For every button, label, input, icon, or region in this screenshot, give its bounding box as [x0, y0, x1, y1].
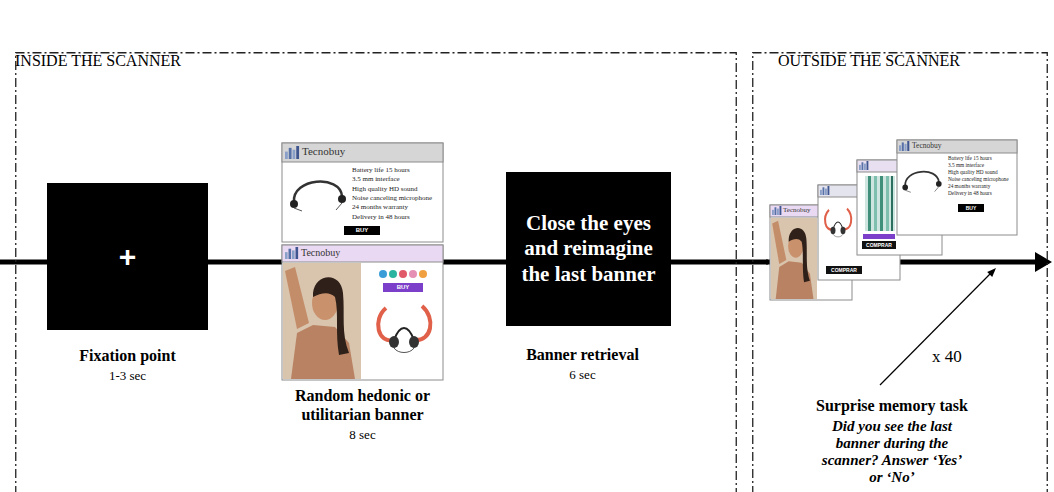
feature-text: Noise canceling microphone: [948, 177, 1009, 182]
feature-text: High quality HD sound: [948, 170, 998, 175]
banner-header: [282, 143, 443, 162]
caption-group: Banner retrieval 6 sec: [466, 345, 699, 383]
buy-button: COMPRAR: [862, 241, 896, 249]
buy-button: BUY: [383, 283, 423, 292]
step-label: Banner retrieval: [466, 345, 699, 364]
feature-text: 24 months warranty: [352, 204, 408, 211]
repeat-count: x 40: [932, 348, 962, 367]
brand-name: Tecnobuy: [912, 142, 941, 150]
headphones-image: [378, 306, 430, 353]
dash-dot-border: [16, 53, 737, 492]
fixation-screen: +Fixation point1-3 sec: [47, 183, 208, 330]
banner-header: [282, 245, 443, 262]
banner-card: [897, 140, 1017, 235]
brand-logo: [820, 186, 829, 195]
feature-text: Noise canceling microphone: [352, 195, 432, 202]
social-icon: [399, 270, 407, 278]
duration-label: 6 sec: [466, 367, 699, 383]
caption-group: Random hedonic or utilitarian banner 8 se…: [277, 386, 448, 443]
duration-label: 8 sec: [277, 427, 448, 443]
feature-text: High quality HD sound: [352, 186, 418, 193]
step-label: Fixation point: [7, 346, 248, 365]
buy-button: BUY: [344, 226, 380, 235]
social-icon: [419, 270, 427, 278]
step-label: Random hedonic or utilitarian banner: [277, 386, 448, 424]
feature-text: Battery life 15 hours: [352, 167, 410, 174]
fixation-cross: +: [119, 242, 137, 272]
feature-text: Delivery in 48 hours: [352, 214, 410, 221]
duration-label: 1-3 sec: [7, 368, 248, 384]
repeat-arrow: [880, 274, 990, 385]
brand-logo: [859, 161, 868, 170]
social-icon: [389, 270, 397, 278]
brand-logo: [285, 146, 299, 159]
banner-card: [282, 245, 443, 380]
region-title: OUTSIDE THE SCANNER: [752, 52, 1048, 70]
instruction-text: Close the eyes and reimagine the last ba…: [506, 211, 671, 287]
model-photo: [771, 218, 817, 299]
region-title: INSIDE THE SCANNER: [15, 52, 737, 70]
feature-text: 3.5 mm interface: [352, 176, 400, 183]
brand-logo: [285, 247, 298, 259]
arrow-head: [1035, 252, 1052, 272]
buy-button: COMPRAR: [826, 266, 862, 274]
scanner-region: INSIDE THE SCANNER +Fixation point1-3 sec…: [15, 52, 737, 492]
headphones-image: [825, 209, 851, 237]
step-label: Surprise memory task: [772, 396, 1012, 415]
feature-text: 3.5 mm interface: [948, 163, 984, 168]
flow-connector: [443, 260, 506, 265]
flow-line: [0, 260, 48, 265]
dash-dot-border: [753, 53, 1048, 492]
scanner-region: OUTSIDE THE SCANNERSurprise memory taskD…: [752, 52, 1048, 492]
feature-text: 24 months warranty: [948, 184, 990, 189]
banner-header: [897, 140, 1017, 153]
caption-group: Surprise memory taskDid you see the last…: [772, 396, 1012, 485]
headphones-image: [902, 172, 941, 193]
caption-group: Fixation point 1-3 sec: [7, 346, 248, 384]
buy-button: BUY: [958, 204, 984, 212]
model-photo: [283, 263, 361, 379]
retrieval-screen: Close the eyes and reimagine the last ba…: [506, 172, 671, 326]
banner-card: [282, 143, 443, 242]
flow-connector: [671, 260, 768, 265]
flow-connector: [208, 260, 282, 265]
arrow-head: [987, 268, 996, 277]
social-icon: [379, 270, 387, 278]
headphones-image: [290, 182, 346, 211]
brand-logo: [772, 206, 781, 215]
feature-text: Battery life 15 hours: [948, 156, 992, 161]
social-icon: [409, 270, 417, 278]
brand-name: Tecnobuy: [302, 146, 345, 157]
brand-name: Tecnobuy: [783, 207, 811, 214]
feature-text: Delivery in 48 hours: [948, 191, 992, 196]
question-text: Did you see the last banner during the s…: [817, 418, 967, 485]
color-bar: [863, 234, 895, 239]
brand-logo: [899, 141, 909, 151]
brand-name: Tecnobuy: [301, 248, 340, 258]
product-image: [865, 176, 895, 231]
